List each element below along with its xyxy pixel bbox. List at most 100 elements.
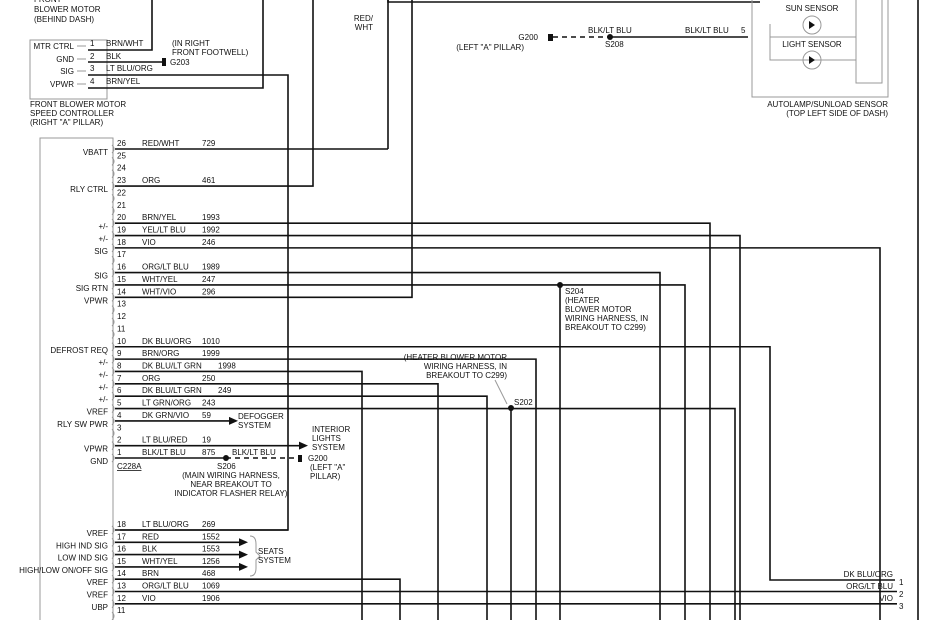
connector-cavity-icon <box>111 194 115 203</box>
right-pin-number: 1 <box>899 578 904 587</box>
splice-note: BREAKOUT TO C299) <box>426 371 507 380</box>
sensor-wire <box>769 24 856 61</box>
wire-color: WHT/YEL <box>142 275 178 284</box>
pin-number: 17 <box>117 250 126 259</box>
wire <box>115 284 686 620</box>
connector-cavity-icon <box>111 305 115 315</box>
pin-number: 10 <box>117 337 126 346</box>
right-pin-number: 3 <box>899 602 904 611</box>
wire <box>115 271 661 620</box>
interior-lights-label: SYSTEM <box>312 443 345 452</box>
connector-cavity-icon <box>111 157 115 166</box>
connector-cavity-icon <box>111 428 115 438</box>
pin-number: 12 <box>117 312 126 321</box>
seats-system-label: SYSTEM <box>258 556 291 565</box>
ground-icon <box>298 455 302 462</box>
wire-color: BRN/ORG <box>142 349 179 358</box>
pin-label: VREF <box>87 578 108 587</box>
pin-number: 15 <box>117 557 126 566</box>
circuit-number: 1998 <box>218 361 236 370</box>
pin-label: +/- <box>98 383 108 392</box>
splice-note: NEAR BREAKOUT TO <box>190 480 271 489</box>
pin-number: 4 <box>117 411 122 420</box>
wire-color: RED/WHT <box>142 139 179 148</box>
controller-wire-color: BRN/YEL <box>106 77 141 86</box>
circuit-number: 269 <box>202 520 216 529</box>
pin-label: +/- <box>98 395 108 404</box>
pin-label: VREF <box>87 591 108 600</box>
wire-color: DK GRN/VIO <box>142 411 189 420</box>
circuit-number: 59 <box>202 411 211 420</box>
controller-pin-number: 1 <box>90 39 95 48</box>
defogger-system-label: DEFOGGER <box>238 412 284 421</box>
sun-sensor-icon <box>802 15 822 35</box>
connector-cavity-icon <box>111 144 115 154</box>
arrow-icon <box>239 550 248 559</box>
wire <box>115 247 881 620</box>
circuit-number: 19 <box>202 436 211 445</box>
wire-color: LT GRN/ORG <box>142 399 191 408</box>
sensor-name: AUTOLAMP/SUNLOAD SENSOR <box>767 100 888 109</box>
controller-name: FRONT BLOWER MOTOR <box>30 100 126 109</box>
connector-cavity-icon <box>111 342 115 352</box>
pin-number: 3 <box>117 423 122 432</box>
controller-pin-label: VPWR <box>50 80 74 89</box>
pin-number: 25 <box>117 151 126 160</box>
controller-name: (RIGHT "A" PILLAR) <box>30 118 103 127</box>
connector-cavity-icon <box>111 268 115 277</box>
pin-label: HIGH IND SIG <box>56 541 108 550</box>
pin-label: VPWR <box>84 296 108 305</box>
pin-label: +/- <box>98 358 108 367</box>
connector-cavity-icon <box>111 317 115 327</box>
circuit-number: 1010 <box>202 337 220 346</box>
diode-icon <box>809 21 815 29</box>
ground-note: FRONT FOOTWELL) <box>172 48 249 57</box>
splice-note: (HEATER <box>565 296 600 305</box>
pin-number: 16 <box>117 545 126 554</box>
sun-sensor-label: SUN SENSOR <box>786 4 839 13</box>
splice-note: INDICATOR FLASHER RELAY) <box>175 489 288 498</box>
circuit-number: 1553 <box>202 545 220 554</box>
pin-number: 23 <box>117 176 126 185</box>
interior-lights-label: LIGHTS <box>312 434 341 443</box>
connector-cavity-icon <box>111 379 115 389</box>
wire <box>88 0 153 51</box>
pin-label: RLY SW PWR <box>57 420 108 429</box>
circuit-number: 246 <box>202 238 216 247</box>
pin-number: 8 <box>117 361 122 370</box>
circuit-number: 1552 <box>202 532 220 541</box>
pin-number: 20 <box>117 213 126 222</box>
defogger-system-label: SYSTEM <box>238 421 271 430</box>
connector-cavity-icon <box>111 330 115 339</box>
sensor-name: (TOP LEFT SIDE OF DASH) <box>786 109 888 118</box>
wire <box>115 370 363 620</box>
pin-number: 16 <box>117 263 126 272</box>
wire-color: ORG/LT BLU <box>142 582 189 591</box>
connector-cavity-icon <box>111 611 115 620</box>
controller-pin-label: SIG <box>60 67 74 76</box>
controller-box <box>29 39 108 100</box>
controller-pin-number: 2 <box>90 52 95 61</box>
connector-cavity-icon <box>111 280 115 290</box>
pin-number: 13 <box>117 300 126 309</box>
pin-label: SIG <box>94 247 108 256</box>
pin-number: 11 <box>117 606 126 615</box>
wire-color: DK BLU/LT GRN <box>142 361 202 370</box>
circuit-number: 729 <box>202 139 216 148</box>
pin-number: 5 <box>741 26 746 35</box>
pin-number: 18 <box>117 520 126 529</box>
circuit-number: 249 <box>218 386 232 395</box>
pin-number: 9 <box>117 349 122 358</box>
pin-number: 15 <box>117 275 126 284</box>
wire-label: RED/ <box>354 14 374 23</box>
wire-label: BLK/LT BLU <box>588 26 632 35</box>
wire <box>115 578 401 620</box>
ground-icon <box>548 34 553 41</box>
connector-cavity-icon <box>111 255 115 265</box>
splice-label: S204 <box>565 287 584 296</box>
wire <box>115 395 488 620</box>
connector-cavity-icon <box>111 243 115 253</box>
seats-system-label: SEATS <box>258 547 284 556</box>
controller-pin-label: GND <box>56 55 74 64</box>
